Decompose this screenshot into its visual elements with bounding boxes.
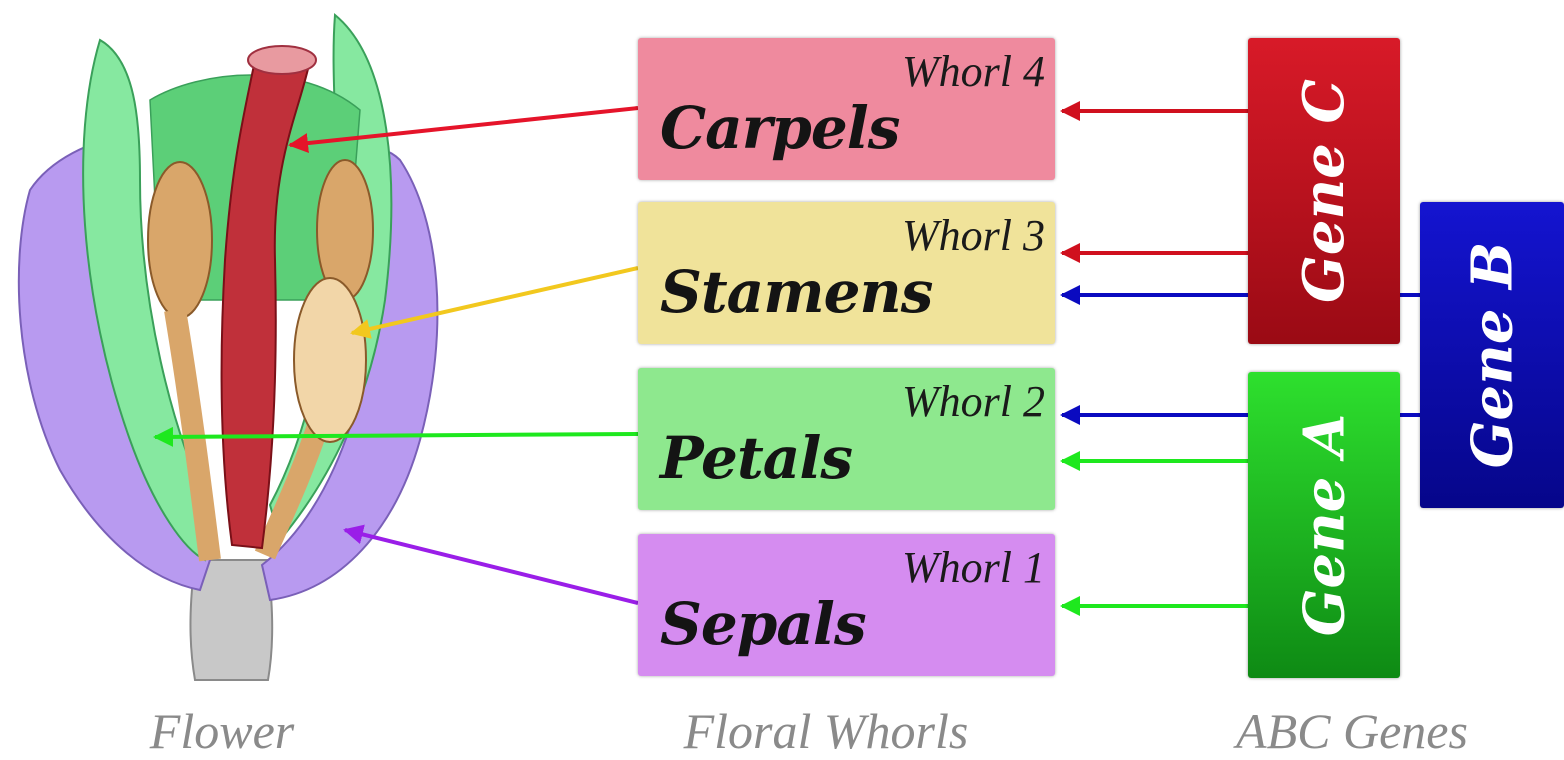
- gene-a-box: Gene A: [1248, 372, 1400, 678]
- arrow-stamens: [350, 266, 639, 339]
- whorl-box-carpels: Whorl 4 Carpels: [638, 38, 1055, 180]
- arrow-sepals: [343, 524, 639, 605]
- flower-anther-1: [147, 161, 213, 319]
- gene-c-box: Gene C: [1248, 38, 1400, 344]
- organ-label-sepals: Sepals: [660, 590, 867, 658]
- whorl-label: Whorl 2: [902, 377, 1045, 426]
- arrow-carpels: [288, 106, 639, 154]
- arrow-petals: [153, 426, 639, 447]
- whorl-box-stamens: Whorl 3 Stamens: [638, 202, 1055, 344]
- organ-label-carpels: Carpels: [660, 94, 900, 162]
- gene-c-label: Gene C: [1291, 79, 1357, 303]
- whorl-label: Whorl 1: [902, 543, 1045, 592]
- whorl-label: Whorl 4: [902, 47, 1045, 96]
- whorl-box-sepals: Whorl 1 Sepals: [638, 534, 1055, 676]
- organ-label-stamens: Stamens: [660, 258, 933, 326]
- gene-a-label: Gene A: [1291, 413, 1357, 637]
- whorl-box-petals: Whorl 2 Petals: [638, 368, 1055, 510]
- flower-filament-2: [254, 416, 331, 560]
- flower-carpel: [220, 59, 312, 550]
- caption-floral-whorls: Floral Whorls: [683, 703, 969, 759]
- flower-stigma: [247, 45, 317, 75]
- flower-anther-3: [293, 277, 367, 443]
- gene-b-box: Gene B: [1420, 202, 1564, 508]
- caption-abc-genes: ABC Genes: [1236, 703, 1468, 759]
- gene-b-label: Gene B: [1459, 241, 1525, 469]
- whorl-label: Whorl 3: [902, 211, 1045, 260]
- caption-flower: Flower: [149, 703, 295, 759]
- organ-label-petals: Petals: [660, 424, 853, 492]
